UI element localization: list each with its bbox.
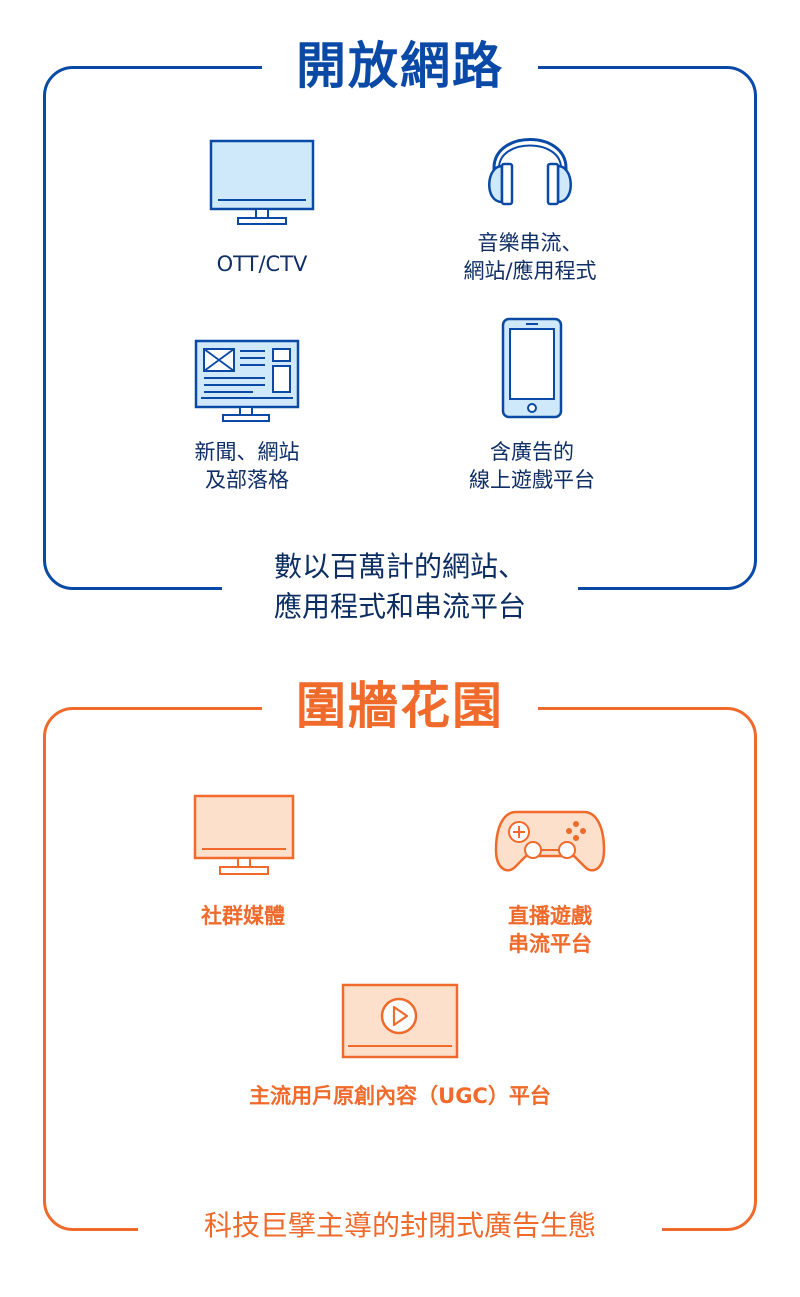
label-ott-ctv: OTT/CTV: [216, 252, 308, 276]
label-music-streaming: 音樂串流、 網站/應用程式: [463, 231, 597, 283]
monitor-icon: [193, 794, 295, 875]
label-news-sites-blogs: 新聞、網站 及部落格: [194, 440, 300, 492]
open-web-caption: 數以百萬計的網站、 應用程式和串流平台: [273, 550, 526, 623]
label-ugc-platform: 主流用戶原創內容（UGC）平台: [249, 1084, 551, 1108]
label-social-media: 社群媒體: [201, 904, 285, 928]
video-play-icon: [341, 983, 459, 1059]
walled-garden-title: 圍牆花園: [296, 677, 504, 735]
open-web-title: 開放網路: [296, 37, 504, 95]
tv-icon: [209, 139, 315, 225]
label-ad-gaming: 含廣告的 線上遊戲平台: [469, 440, 595, 492]
gamepad-icon: [494, 810, 606, 872]
walled-garden-frame: [43, 707, 757, 1231]
headphones-icon: [488, 138, 572, 206]
label-live-game-streaming: 直播遊戲 串流平台: [508, 904, 592, 956]
news-monitor-icon: [194, 339, 300, 422]
walled-garden-caption: 科技巨擘主導的封閉式廣告生態: [203, 1209, 596, 1242]
smartphone-icon: [501, 317, 563, 419]
open-web-frame: [43, 66, 757, 590]
